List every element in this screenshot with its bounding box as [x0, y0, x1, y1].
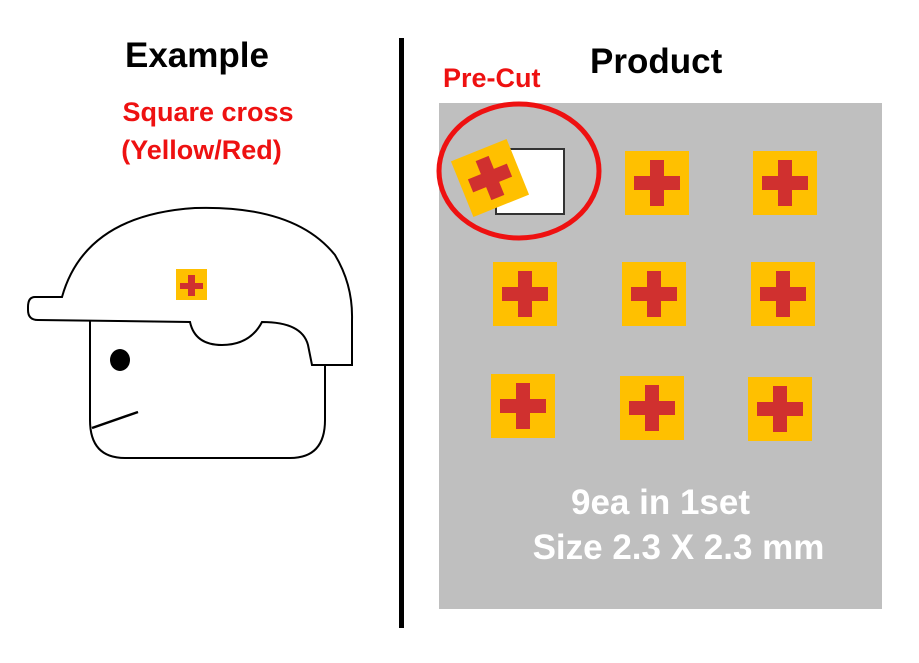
caption-line2: Size 2.3 X 2.3 mm [532, 528, 825, 567]
example-subtitle-line1: Square cross [122, 97, 294, 127]
square-cross-icon [748, 377, 812, 441]
minifig-mouth [91, 410, 139, 430]
square-cross-icon [753, 151, 817, 215]
square-cross-icon [622, 262, 686, 326]
square-cross-icon [751, 262, 815, 326]
caption-line1: 9ea in 1set [571, 483, 750, 522]
example-subtitle-line2: (Yellow/Red) [121, 135, 282, 165]
cap-sticker [176, 269, 207, 300]
section-divider [399, 38, 404, 628]
square-cross-icon [493, 262, 557, 326]
product-heading: Product [590, 42, 723, 81]
square-cross-icon [620, 376, 684, 440]
minifig-eye [110, 349, 130, 371]
square-cross-icon [625, 151, 689, 215]
minifig-face [89, 319, 326, 459]
precut-highlight-circle [436, 101, 602, 241]
example-heading: Example [125, 36, 269, 75]
minifig-head-icon [27, 206, 354, 459]
precut-label: Pre-Cut [443, 63, 541, 93]
sticker-sheet [450, 138, 817, 441]
square-cross-icon [450, 138, 530, 218]
square-cross-icon [491, 374, 555, 438]
